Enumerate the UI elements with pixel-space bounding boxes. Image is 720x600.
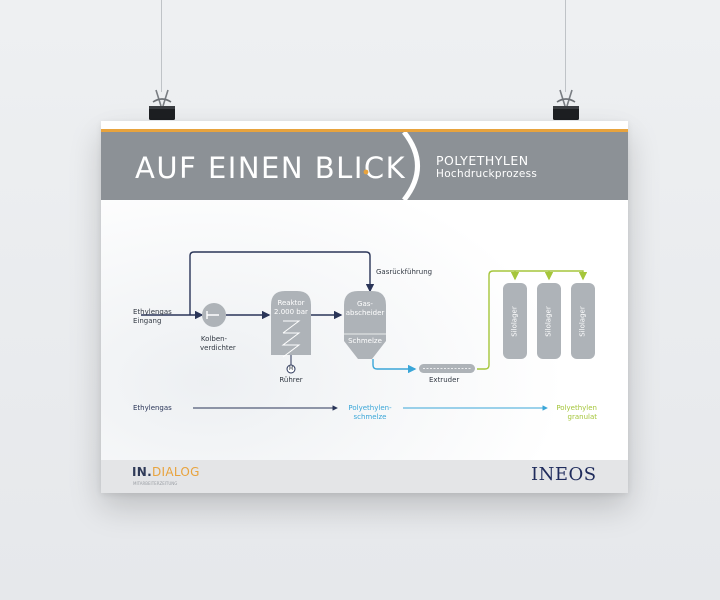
left-hanging-wire [161,0,162,92]
silo-2 [537,283,561,359]
legend-melt-line1: Polyethylen- [348,404,392,412]
gas-recycle-line [189,251,375,315]
silo-2-label: Silolager [544,306,553,337]
silo-3-label: Silolager [578,306,587,337]
feed-label-line1: Ethylengas [133,308,172,316]
reactor-label-line1: Reaktor [277,299,305,307]
extruder-label: Extruder [429,376,460,384]
recycle-label: Gasrückführung [376,268,433,276]
reactor-label-line2: 2.000 bar [274,308,308,316]
silo-1-label: Silolager [510,306,519,337]
poster: AUF EINEN BLICK POLYETHYLEN Hochdruckpro… [101,121,628,493]
legend-melt: Polyethylen- schmelze [341,404,399,422]
title-accent-dot-icon [363,169,369,175]
header-band [101,129,628,201]
process-flow-diagram [141,251,595,411]
poster-footer [101,460,628,493]
feed-label: Ethylengas Eingang [133,308,172,326]
poster-subtitle-product: POLYETHYLEN [436,153,529,168]
compressor-label-line2: verdichter [200,344,236,352]
poster-title: AUF EINEN BLICK [135,151,407,185]
silo-1 [503,283,527,359]
legend-granulate-line1: Polyethylen [556,404,597,412]
in-dialog-tagline: MITARBEITERZEITUNG [133,481,178,486]
legend-granulate: Polyethylen granulat [549,404,597,422]
legend-granulate-line2: granulat [567,413,597,421]
extruder-icon [419,364,475,373]
in-dialog-logo-in: IN. [132,465,152,479]
gas-separator-icon [344,291,386,359]
in-dialog-logo: IN.DIALOG [132,465,200,479]
melt-line [372,359,417,374]
stirrer-label: Rührer [279,376,303,384]
feed-label-line2: Eingang [133,317,162,325]
separator-label-line2: abscheider [345,309,385,317]
legend-ethylene: Ethylengas [133,404,172,412]
poster-subtitle-process: Hochdruckprozess [436,168,538,180]
separator-label-line1: Gas- [357,300,373,308]
melt-label: Schmelze [348,337,382,345]
left-binder-clip-icon [149,89,175,120]
reactor-label: Reaktor 2.000 bar [271,299,311,317]
stirrer-motor-icon [286,364,296,374]
compressor-label: Kolben- verdichter [200,335,236,353]
silo-3 [571,283,595,359]
reactor-vessel-icon [271,291,311,355]
legend-melt-line2: schmelze [353,413,387,421]
stirrer-symbol: M [288,366,294,372]
right-hanging-wire [565,0,566,92]
granulate-line [477,270,588,370]
ineos-logo: INEOS [531,464,597,485]
right-binder-clip-icon [553,89,579,120]
separator-label: Gas- abscheider [344,300,386,318]
compressor-label-line1: Kolben- [200,335,228,343]
in-dialog-logo-dialog: DIALOG [151,465,200,479]
